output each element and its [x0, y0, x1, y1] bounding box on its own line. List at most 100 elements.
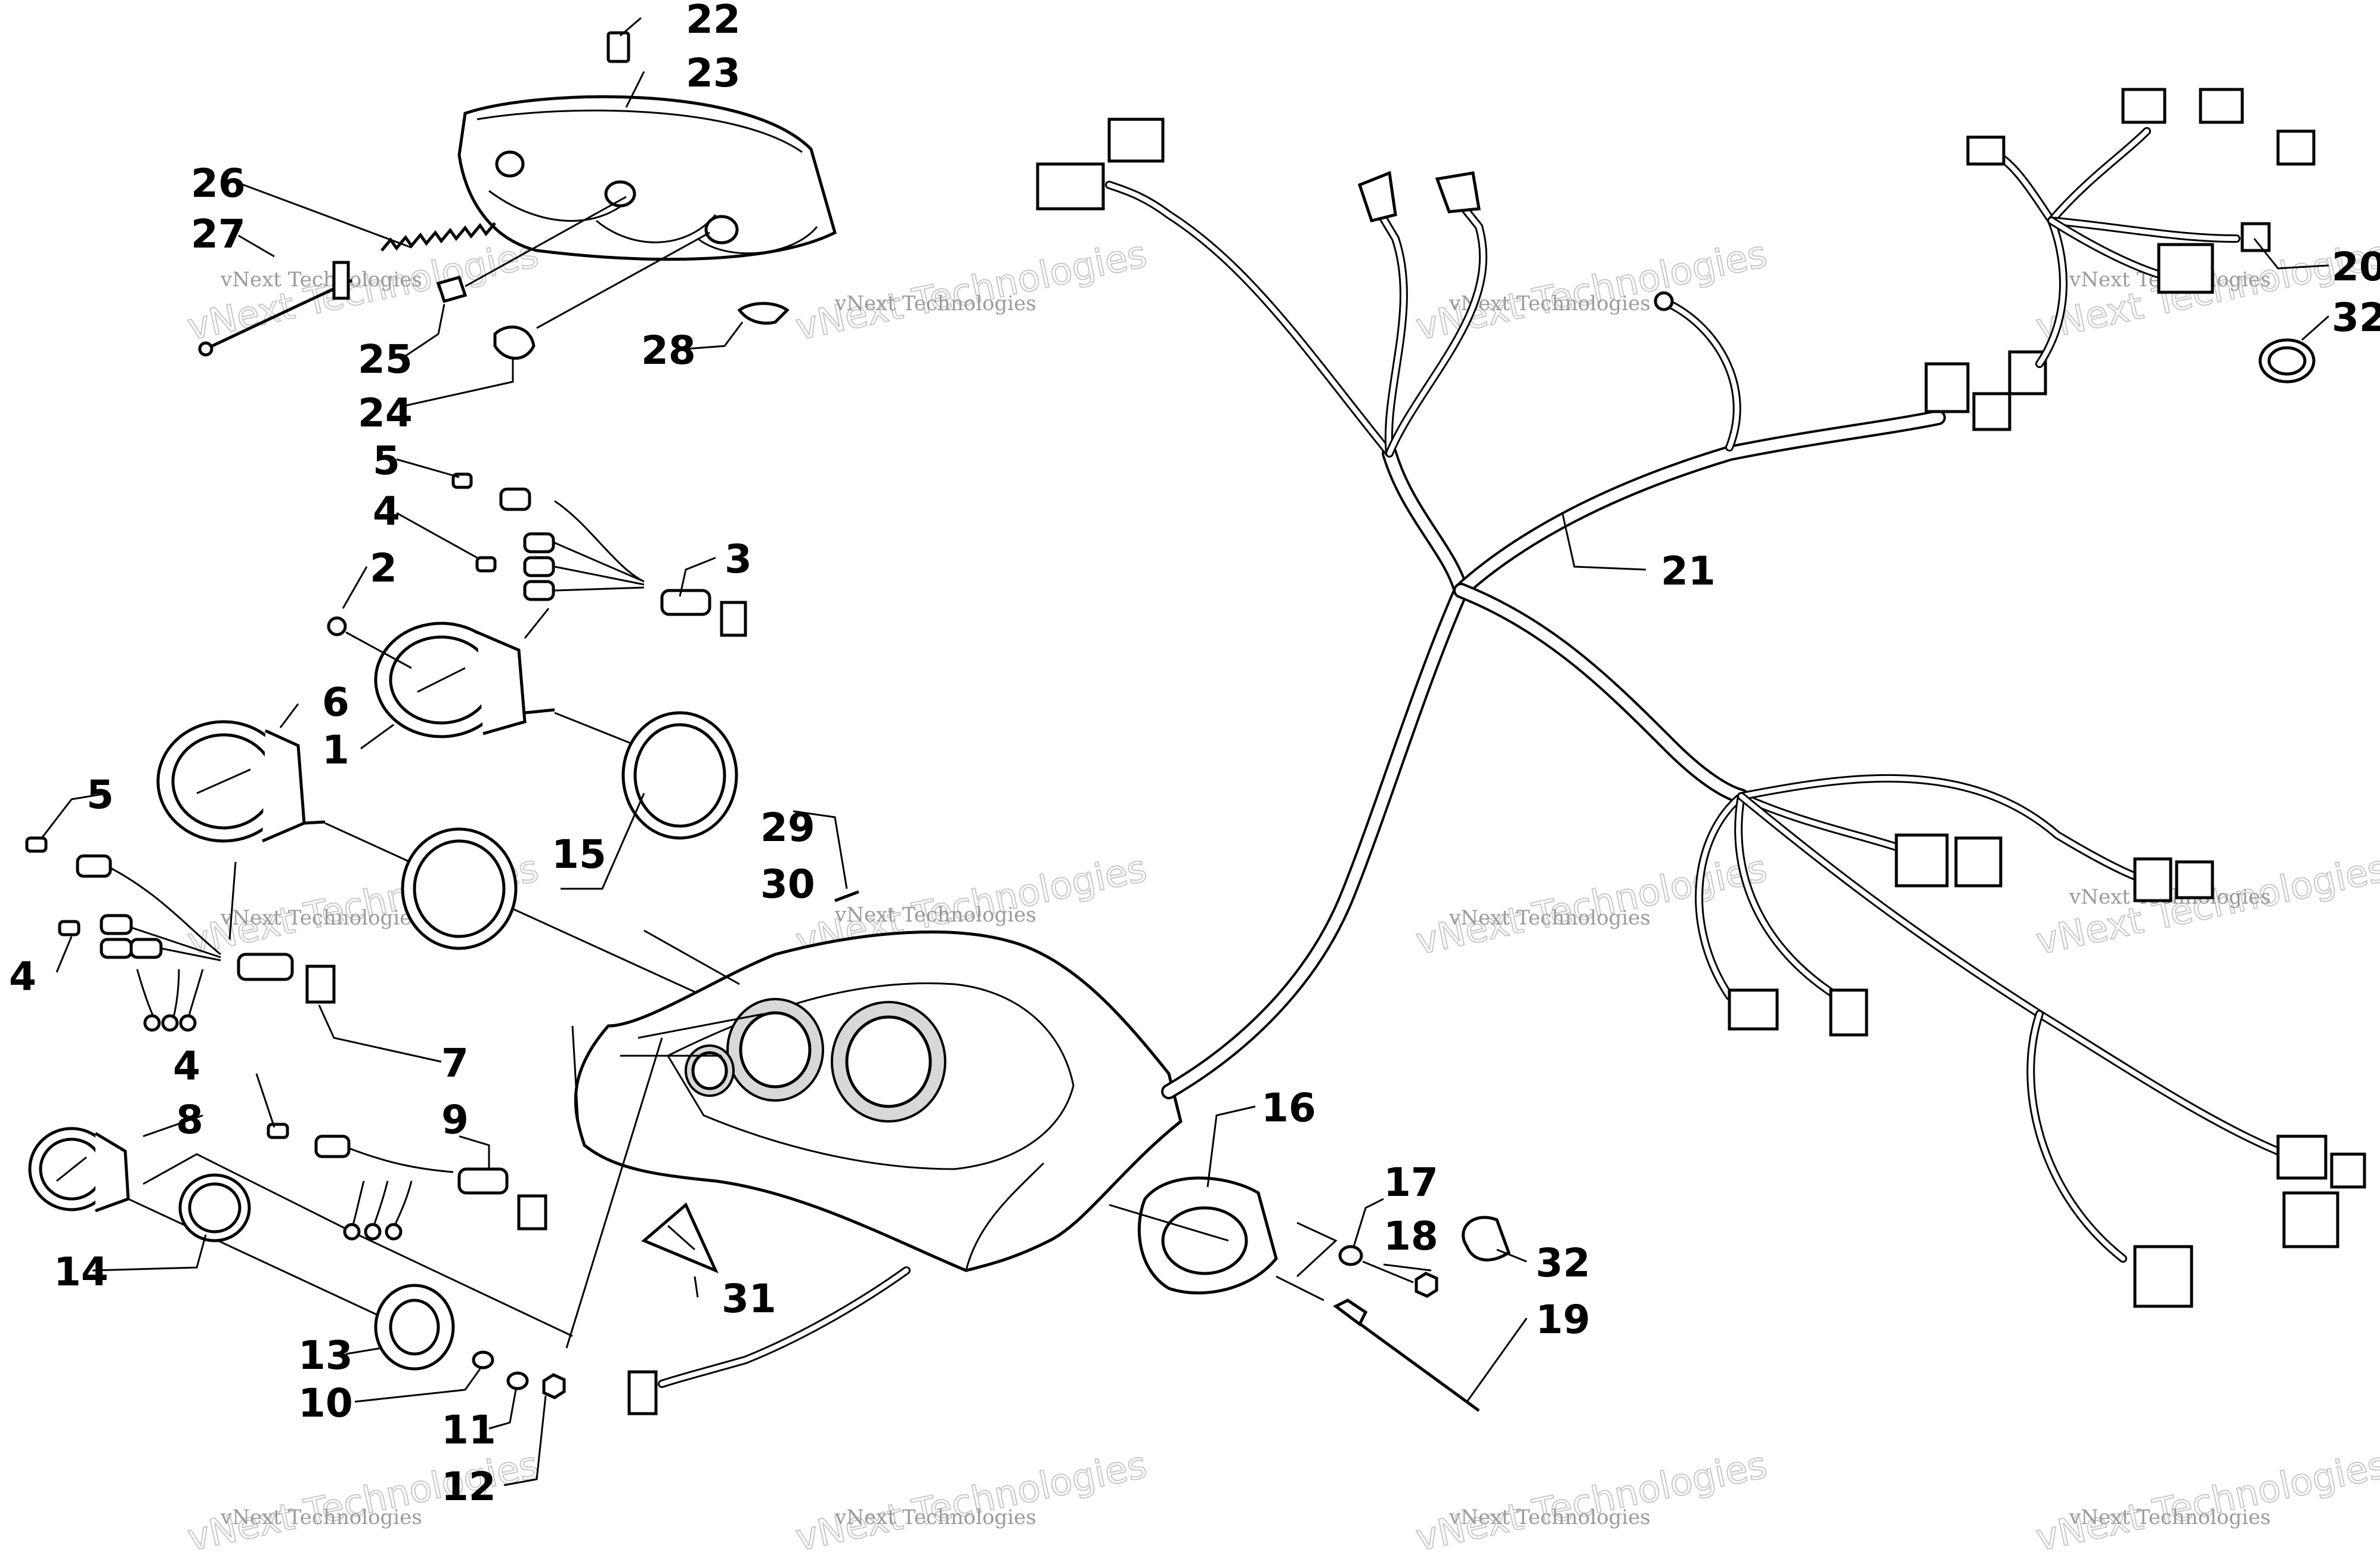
callout-19: 19	[1536, 1297, 1590, 1343]
watermark-tile: vNext Technologies vNext Technologies	[1412, 1442, 1771, 1555]
connector-icon	[2175, 860, 2214, 899]
washer-icon	[1338, 1245, 1363, 1266]
callout-32-lower: 32	[1536, 1240, 1590, 1286]
watermark-brand-text: vNext Technologies	[2069, 1505, 2271, 1529]
watermark-brand-text: vNext Technologies	[1449, 292, 1651, 316]
connector-icon	[2276, 129, 2316, 166]
retainer-icon	[332, 261, 350, 300]
callout-30: 30	[760, 861, 815, 907]
rivet-icon	[834, 890, 859, 902]
gauge-needle-icon	[417, 667, 466, 693]
callout-14: 14	[54, 1249, 109, 1295]
terminal-icon	[1357, 171, 1397, 222]
callout-24: 24	[358, 390, 413, 436]
decal-icon	[641, 1202, 719, 1273]
watermark-big-text: vNext Technologies	[792, 232, 1150, 349]
connector-icon	[517, 1194, 547, 1231]
callout-3: 3	[725, 536, 752, 582]
main-wiring-harness	[1036, 88, 2366, 1308]
connector-icon	[1954, 836, 2003, 888]
clamp-icon	[1462, 1216, 1511, 1262]
callout-15: 15	[552, 831, 606, 877]
callout-4-bottom: 4	[173, 1043, 200, 1089]
callout-22: 22	[686, 0, 741, 42]
callout-27: 27	[191, 211, 246, 257]
callout-10: 10	[298, 1380, 353, 1426]
connector-icon	[1972, 392, 2011, 431]
callout-8: 8	[176, 1097, 203, 1143]
callout-labels: 22 23 26 27 25 24 28 5 4 3 2 6 1 5 4 15 …	[9, 0, 2380, 1510]
connector-icon	[2330, 1152, 2366, 1189]
callout-13: 13	[298, 1333, 353, 1378]
connector-icon	[2199, 88, 2244, 124]
connector-icon	[2133, 857, 2172, 902]
callout-11: 11	[441, 1407, 496, 1453]
callout-31: 31	[722, 1276, 776, 1322]
callout-6: 6	[322, 679, 349, 725]
watermark-brand-text: vNext Technologies	[834, 292, 1036, 316]
connector-icon	[1107, 118, 1165, 163]
watermark-brand-text: vNext Technologies	[1449, 1505, 1651, 1529]
watermark-brand-text: vNext Technologies	[220, 1505, 422, 1529]
callout-2: 2	[370, 545, 397, 591]
headlight-assembly	[198, 31, 837, 360]
connector-icon	[2282, 1191, 2339, 1248]
connector-icon	[2133, 1245, 2193, 1308]
gauge-speedometer-wiring	[25, 836, 336, 1032]
callout-18: 18	[1384, 1213, 1438, 1259]
watermark-brand-text: vNext Technologies	[834, 1505, 1036, 1529]
watermark-tile: vNext Technologies vNext Technologies	[2032, 1442, 2380, 1555]
ring-terminal-icon	[1654, 291, 1674, 311]
callout-32-upper: 32	[2332, 295, 2380, 341]
callout-23: 23	[686, 50, 741, 96]
bulb-socket-icon	[604, 180, 636, 208]
connector-icon	[1036, 162, 1105, 211]
callout-4-left: 4	[9, 954, 36, 1000]
callout-20: 20	[2332, 244, 2380, 290]
gauge-tachometer	[327, 616, 674, 762]
gauge-bezel-rings	[401, 711, 738, 950]
bulb-icon	[58, 920, 81, 936]
callout-5-left: 5	[86, 772, 114, 818]
connector-icon	[627, 1370, 658, 1415]
connector-icon	[2008, 350, 2047, 395]
gauge-needle-icon	[56, 1156, 87, 1182]
watermark-big-text: vNext Technologies	[1412, 1443, 1771, 1555]
watermark-brand-text: vNext Technologies	[220, 268, 422, 292]
watermark-big-text: vNext Technologies	[792, 1443, 1150, 1555]
watermark-brand-text: vNext Technologies	[834, 903, 1036, 927]
callout-17: 17	[1384, 1160, 1438, 1205]
bulb-icon	[327, 616, 347, 636]
connector-icon	[2276, 1134, 2328, 1180]
gauge-small	[28, 1127, 573, 1340]
callout-9: 9	[441, 1097, 469, 1143]
bulb-socket-icon	[495, 150, 525, 178]
lock-washer-icon	[506, 1371, 529, 1390]
gauge-tachometer-wiring	[451, 472, 747, 639]
gauge-needle-icon	[196, 768, 251, 794]
connector-icon	[1924, 362, 1970, 413]
watermark-tile: vNext Technologies vNext Technologies	[791, 231, 1151, 350]
callout-1: 1	[322, 727, 349, 773]
connector-icon	[2240, 222, 2271, 252]
callout-12: 12	[441, 1464, 496, 1510]
bulb-icon	[25, 836, 48, 853]
watermark-tile: vNext Technologies vNext Technologies	[1412, 846, 1771, 964]
screw-icon	[198, 341, 213, 357]
callout-4-top: 4	[373, 489, 400, 534]
connector-icon	[1829, 988, 1868, 1037]
bulb-icon	[267, 1123, 289, 1139]
socket-icon	[493, 325, 536, 360]
gauge-small-wiring	[267, 1123, 547, 1241]
connector-icon	[720, 601, 747, 637]
dash-panel	[565, 890, 1183, 1349]
clip-icon	[606, 31, 630, 63]
connector-icon	[2157, 243, 2214, 294]
bulb-icon	[475, 556, 497, 573]
callout-28: 28	[641, 327, 696, 373]
terminal-icon	[1435, 171, 1481, 214]
callout-16: 16	[1261, 1085, 1316, 1131]
watermark-brand-text: vNext Technologies	[220, 906, 422, 930]
bulb-icon	[436, 275, 468, 304]
speedo-drive	[1109, 1176, 1511, 1412]
